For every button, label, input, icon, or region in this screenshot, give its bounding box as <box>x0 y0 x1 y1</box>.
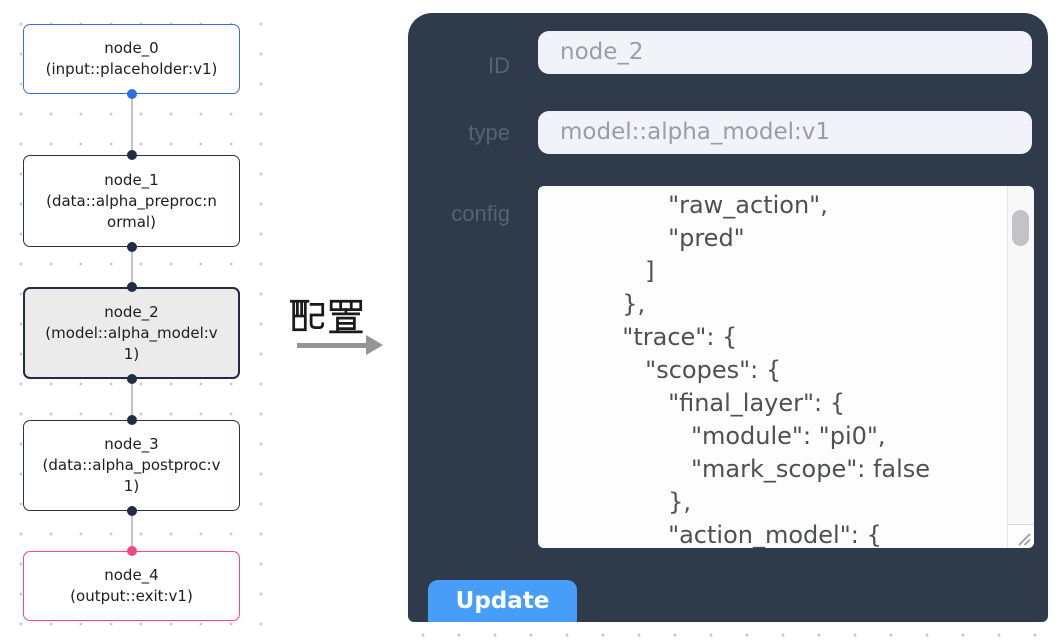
editor-scrollbar-thumb[interactable] <box>1012 210 1029 246</box>
port-node0-out[interactable] <box>126 89 137 99</box>
configure-annotation: 配置 <box>290 296 390 360</box>
config-json-text: "raw_action", "pred" ] }, "trace": { "sc… <box>622 191 931 548</box>
node-title: node_3 <box>104 435 159 453</box>
configure-cjk-glyphs <box>290 299 363 334</box>
editor-resize-corner[interactable] <box>1007 524 1034 548</box>
graph-node-model-selected[interactable]: node_2 (model::alpha_model:v1) <box>23 287 240 379</box>
configure-arrow-shaft <box>297 343 369 348</box>
type-field-input[interactable]: model::alpha_model:v1 <box>538 111 1032 154</box>
node-subtitle: (data::alpha_preproc:normal) <box>46 191 217 231</box>
node-title: node_0 <box>104 39 159 57</box>
resize-handle-icon <box>1018 533 1031 546</box>
node-inspector-panel: ID node_2 type model::alpha_model:v1 con… <box>408 13 1048 622</box>
id-field-input[interactable]: node_2 <box>538 31 1032 74</box>
graph-node-input[interactable]: node_0 (input::placeholder:v1) <box>23 24 240 94</box>
node-title: node_1 <box>104 170 159 189</box>
graph-node-preproc[interactable]: node_1 (data::alpha_preproc:normal) <box>23 155 240 247</box>
edge-node3-node4 <box>130 511 133 551</box>
port-node2-in[interactable] <box>126 282 137 292</box>
configure-arrow-head <box>366 335 383 355</box>
config-field-label: config <box>451 201 510 226</box>
port-node1-in[interactable] <box>126 150 137 160</box>
port-node4-in[interactable] <box>126 546 137 556</box>
port-node1-out[interactable] <box>126 242 137 252</box>
node-title: node_4 <box>104 566 159 584</box>
graph-node-output[interactable]: node_4 (output::exit:v1) <box>23 551 240 621</box>
graph-node-postproc[interactable]: node_3 (data::alpha_postproc:v1) <box>23 420 240 511</box>
node-subtitle: (model::alpha_model:v1) <box>45 323 218 363</box>
edge-node0-node1 <box>130 94 133 155</box>
update-button[interactable]: Update <box>428 580 577 622</box>
node-subtitle: (input::placeholder:v1) <box>45 60 218 78</box>
editor-scrollbar-track[interactable] <box>1007 186 1034 548</box>
port-node2-out[interactable] <box>126 374 137 384</box>
port-node3-in[interactable] <box>126 415 137 425</box>
node-title: node_2 <box>104 302 159 321</box>
type-field-label: type <box>468 120 510 145</box>
flow-graph-canvas[interactable]: node_0 (input::placeholder:v1) node_1 (d… <box>0 0 286 643</box>
id-field-label: ID <box>488 53 510 78</box>
node-subtitle: (data::alpha_postproc:v1) <box>42 456 221 495</box>
config-json-editor[interactable]: "raw_action", "pred" ] }, "trace": { "sc… <box>538 186 1034 548</box>
port-node3-out[interactable] <box>126 506 137 516</box>
edge-node2-node3 <box>130 379 133 420</box>
edge-node1-node2 <box>130 247 133 287</box>
node-subtitle: (output::exit:v1) <box>70 587 193 605</box>
